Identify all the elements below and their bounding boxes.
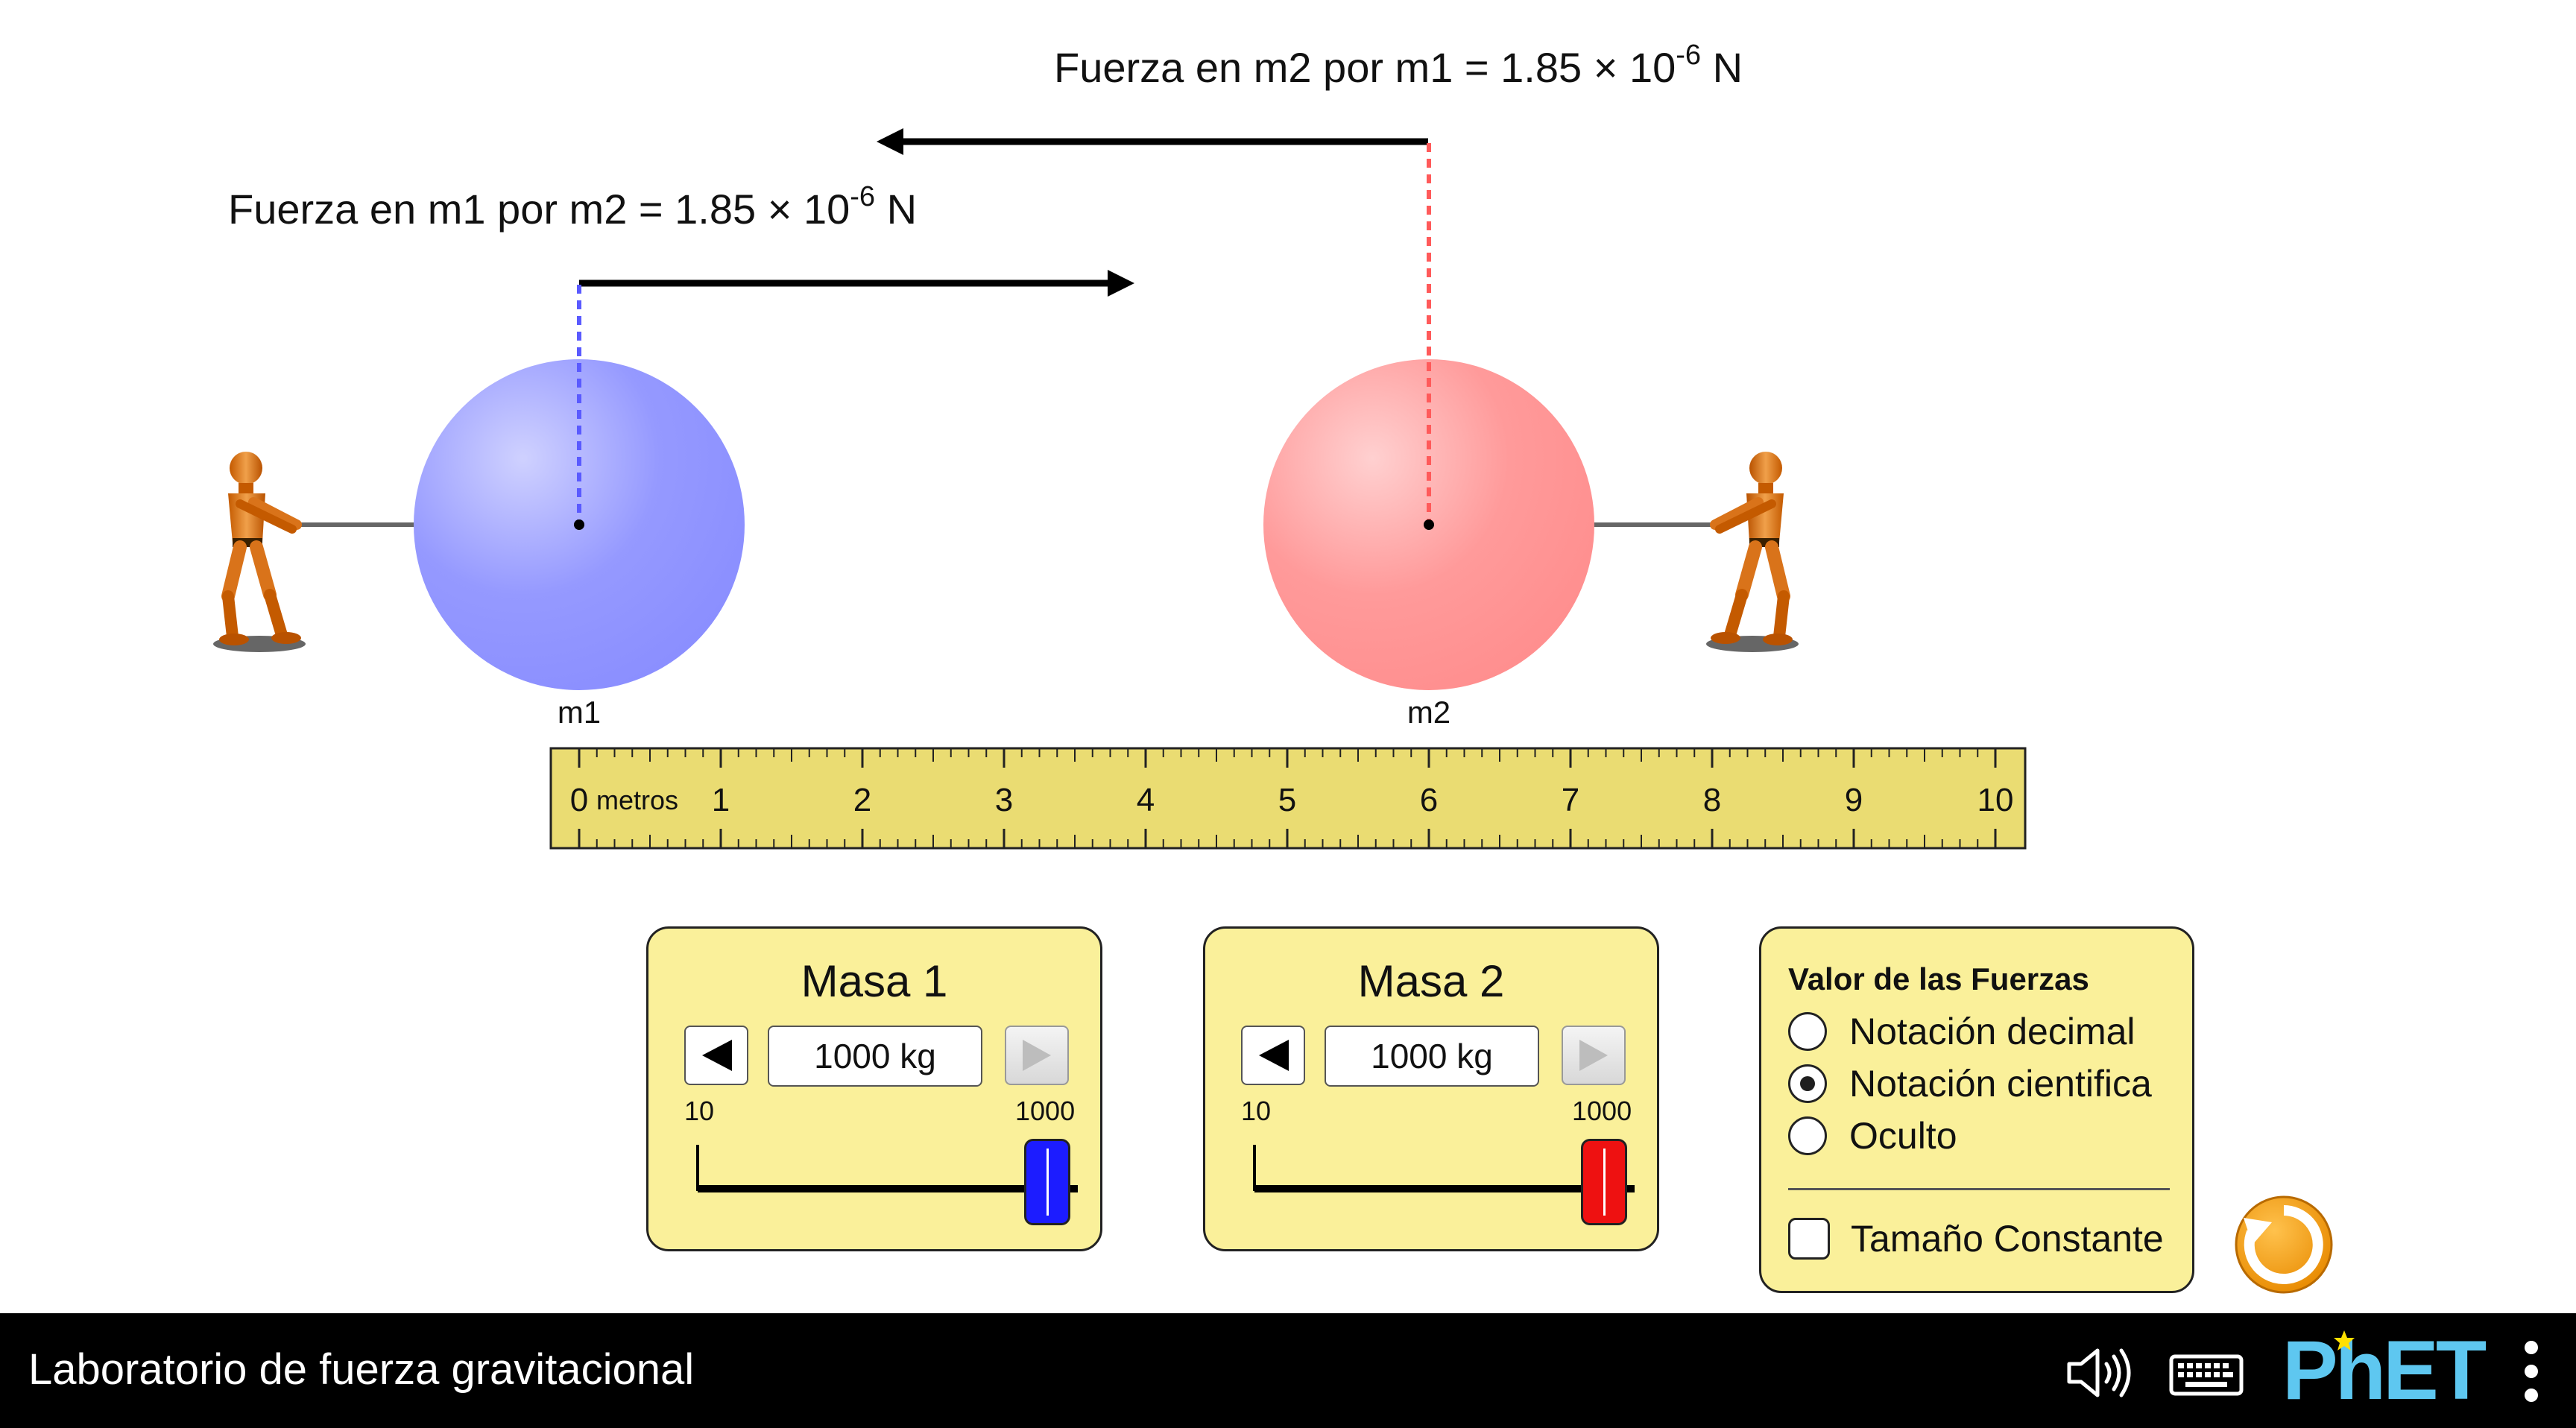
mass-1-slider-start-tick [696,1145,699,1191]
mass-2-control-panel: Masa 2 1000 kg 10 1000 [1203,926,1659,1251]
mass-2-slider-thumb[interactable] [1581,1139,1627,1225]
ruler-tick-label: 8 [1703,782,1721,818]
mass-2-slider-start-tick [1253,1145,1256,1191]
ruler-tick-label: 0 [570,782,588,818]
ruler-tick-label: 6 [1420,782,1438,818]
radio-label: Oculto [1849,1115,1957,1157]
ruler-tick-label: 5 [1278,782,1296,818]
radio-button[interactable] [1788,1116,1827,1155]
radio-hidden[interactable]: Oculto [1788,1113,1957,1158]
mass-1-slider-max-label: 1000 [1015,1096,1076,1126]
mass-1-panel-title: Masa 1 [801,956,948,1006]
ruler[interactable]: 0 1 2 3 4 5 6 7 8 9 10 metros [549,747,2027,850]
force-arrow-m1 [579,270,1134,297]
constant-size-checkbox-row[interactable]: Tamaño Constante [1788,1216,2164,1261]
puller-figure-right [1706,452,1799,652]
left-arrow-icon [1259,1040,1289,1071]
ruler-tick-label: 7 [1562,782,1579,818]
right-arrow-icon [1023,1040,1051,1071]
force-arrow-m2 [877,128,1428,155]
right-arrow-icon [1579,1040,1608,1071]
constant-size-checkbox[interactable] [1788,1218,1830,1260]
mass-2-increment-button[interactable] [1562,1026,1626,1085]
radio-scientific-notation[interactable]: Notación cientifica [1788,1061,2152,1106]
mass-1-slider-min-label: 10 [684,1096,715,1126]
force-values-title: Valor de las Fuerzas [1788,961,2089,996]
mass-1-decrement-button[interactable] [684,1026,748,1085]
ruler-tick-label: 10 [1977,782,2014,818]
sim-title: Laboratorio de fuerza gravitacional [28,1345,695,1394]
mass-1-label: m1 [558,695,601,730]
mass-2-slider-min-label: 10 [1241,1096,1272,1126]
mass-1-center-dot [574,519,584,530]
keyboard-icon[interactable] [2169,1350,2244,1397]
mass-1-control-panel: Masa 1 1000 kg 10 1000 [646,926,1102,1251]
radio-label: Notación cientifica [1849,1063,2152,1105]
puller-figure-left [213,452,306,652]
radio-button-selected[interactable] [1788,1064,1827,1103]
mass-2-panel-title: Masa 2 [1357,956,1505,1006]
ruler-tick-label: 2 [853,782,871,818]
mass-1-increment-button[interactable] [1005,1026,1069,1085]
radio-decimal-notation[interactable]: Notación decimal [1788,1009,2135,1054]
mass-2-decrement-button[interactable] [1241,1026,1305,1085]
ruler-tick-label: 1 [712,782,730,818]
mass-1-value-display: 1000 kg [768,1026,982,1087]
mass-2-center-dot [1424,519,1434,530]
mass-1-slider-track[interactable] [698,1185,1078,1192]
mass-2-label: m2 [1407,695,1450,730]
force-values-panel: Valor de las Fuerzas Notación decimal No… [1759,926,2194,1293]
ruler-tick-label: 3 [995,782,1013,818]
force-label-m2: Fuerza en m2 por m1 = 1.85 × 10-6 N [1054,40,1743,91]
phet-logo-star-icon [2334,1330,2355,1350]
reset-button[interactable] [2235,1195,2333,1294]
phet-logo[interactable]: PhET [2282,1324,2487,1417]
left-arrow-icon [702,1040,732,1071]
mass-2-slider-track[interactable] [1254,1185,1635,1192]
force-label-m1: Fuerza en m1 por m2 = 1.85 × 10-6 N [228,181,917,233]
ruler-unit-label: metros [596,785,678,815]
ruler-tick-label: 4 [1137,782,1155,818]
ruler-tick-label: 9 [1845,782,1863,818]
checkbox-label: Tamaño Constante [1851,1218,2164,1260]
radio-label: Notación decimal [1849,1011,2135,1052]
panel-divider [1788,1188,2170,1190]
more-menu-icon[interactable] [2516,1336,2546,1407]
radio-button[interactable] [1788,1012,1827,1051]
mass-1-slider-thumb[interactable] [1024,1139,1070,1225]
navigation-bar: Laboratorio de fuerza gravitacional PhET [0,1313,2576,1428]
mass-2-value-display: 1000 kg [1325,1026,1539,1087]
mass-2-slider-max-label: 1000 [1572,1096,1632,1126]
speaker-icon[interactable] [2062,1343,2136,1403]
